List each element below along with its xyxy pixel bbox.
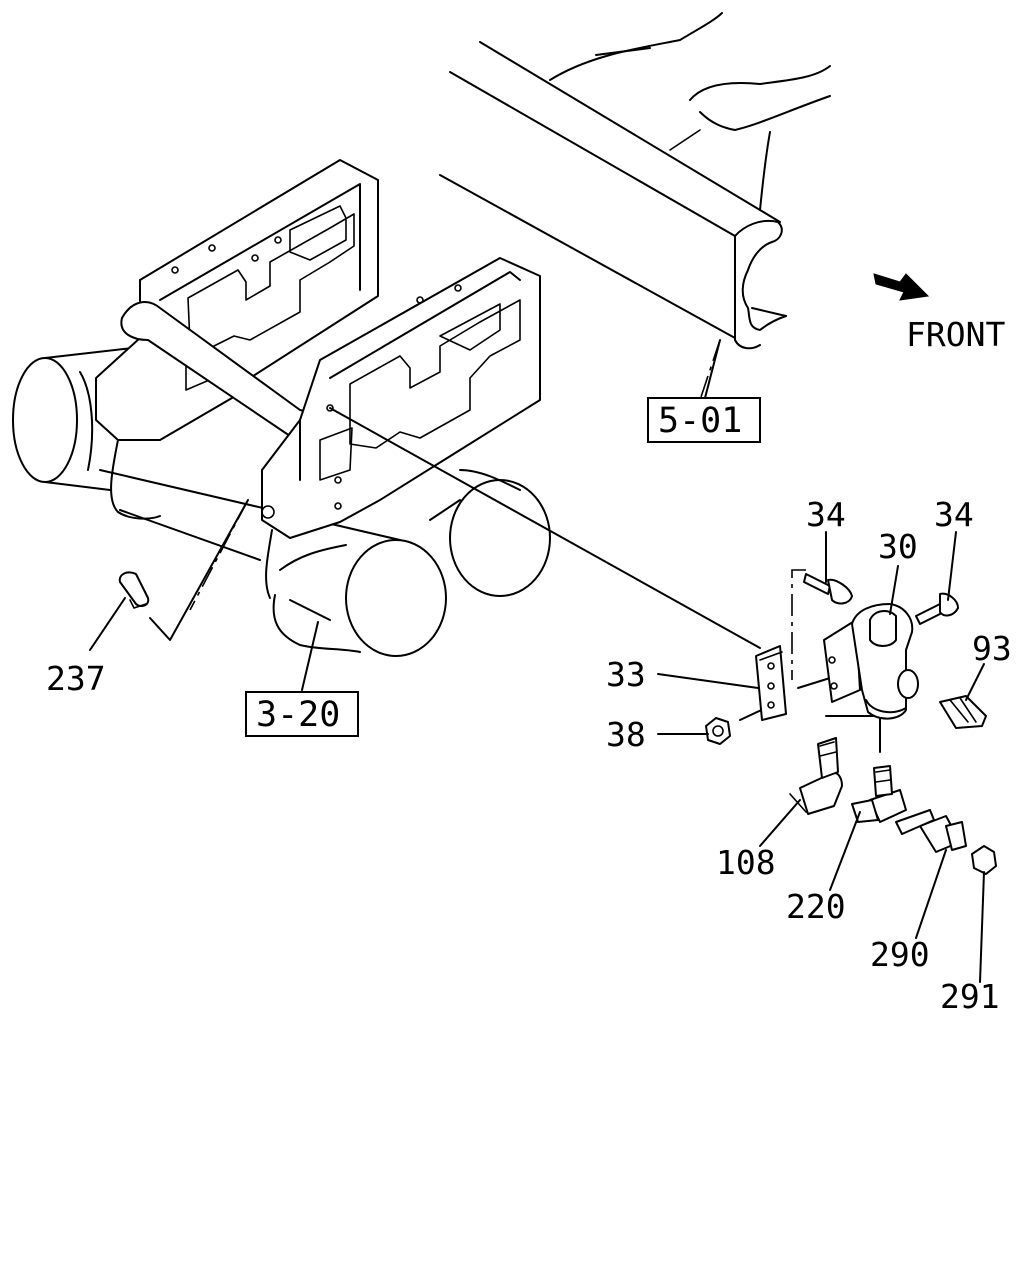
- part-label-237: 237: [46, 659, 106, 698]
- front-arrow-icon: [873, 273, 930, 301]
- nut-291: [971, 845, 997, 875]
- part-label-34-right: 34: [934, 495, 974, 534]
- connector-237: [118, 571, 150, 609]
- part-label-30: 30: [878, 527, 918, 566]
- bolt-34-right: [915, 592, 959, 625]
- label-leaders: [89, 339, 985, 983]
- part-label-93: 93: [972, 629, 1012, 668]
- part-label-108: 108: [716, 843, 776, 882]
- ref-box-5-01-label: 5-01: [658, 401, 742, 441]
- frame-rail: [439, 12, 831, 350]
- part-label-220: 220: [786, 887, 846, 926]
- nut-38: [705, 717, 731, 745]
- ref-box-3-20-label: 3-20: [256, 695, 340, 735]
- valve-parts: [118, 571, 997, 875]
- fitting-93: [939, 695, 987, 729]
- part-label-34-left: 34: [806, 495, 846, 534]
- valve-30: [823, 603, 919, 720]
- ref-box-5-01[interactable]: 5-01: [647, 397, 761, 443]
- part-label-291: 291: [940, 977, 1000, 1016]
- bracket-33: [755, 645, 787, 721]
- elbow-108: [789, 737, 843, 815]
- leader-lines: [149, 339, 881, 753]
- part-label-33: 33: [606, 655, 646, 694]
- ref-box-3-20[interactable]: 3-20: [245, 691, 359, 737]
- front-label: FRONT: [906, 315, 1005, 354]
- part-label-290: 290: [870, 935, 930, 974]
- bolt-34-left: [803, 573, 853, 605]
- drain-cock-290: [895, 809, 967, 853]
- axle-assembly: [12, 159, 551, 657]
- part-label-38: 38: [606, 715, 646, 754]
